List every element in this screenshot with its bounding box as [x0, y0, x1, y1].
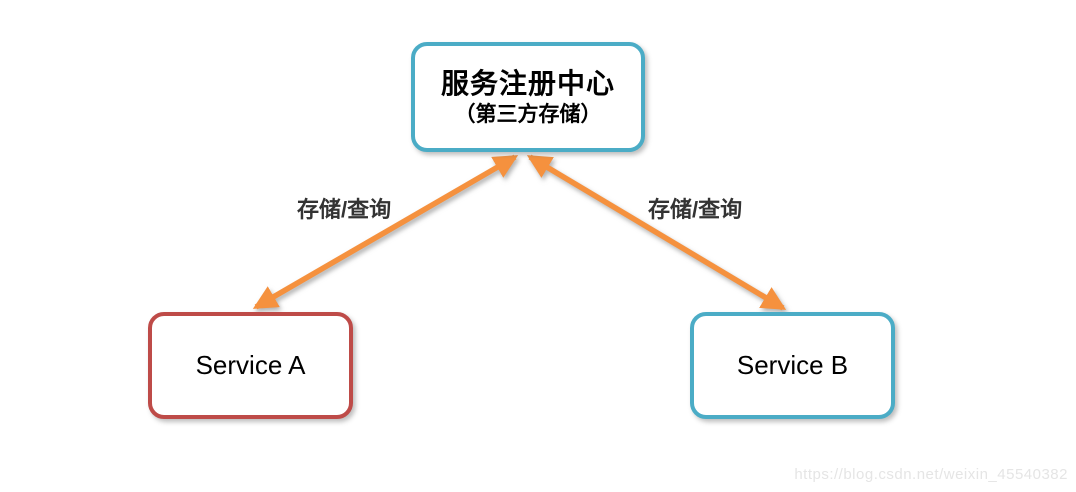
node-registry: 服务注册中心 （第三方存储）	[411, 42, 645, 152]
registry-subtitle: （第三方存储）	[454, 102, 602, 126]
edge-service-a-registry	[252, 154, 519, 310]
edge-label-service-a: 存储/查询	[297, 197, 392, 222]
watermark: https://blog.csdn.net/weixin_45540382	[794, 466, 1068, 483]
service-a-label: Service A	[195, 350, 306, 380]
service-b-label: Service B	[736, 350, 849, 380]
edge-service-b-registry	[526, 154, 787, 311]
node-service-b: Service B	[690, 312, 895, 419]
registry-title: 服务注册中心	[440, 67, 615, 99]
node-service-a: Service A	[148, 312, 353, 419]
edge-label-service-b: 存储/查询	[648, 197, 743, 222]
